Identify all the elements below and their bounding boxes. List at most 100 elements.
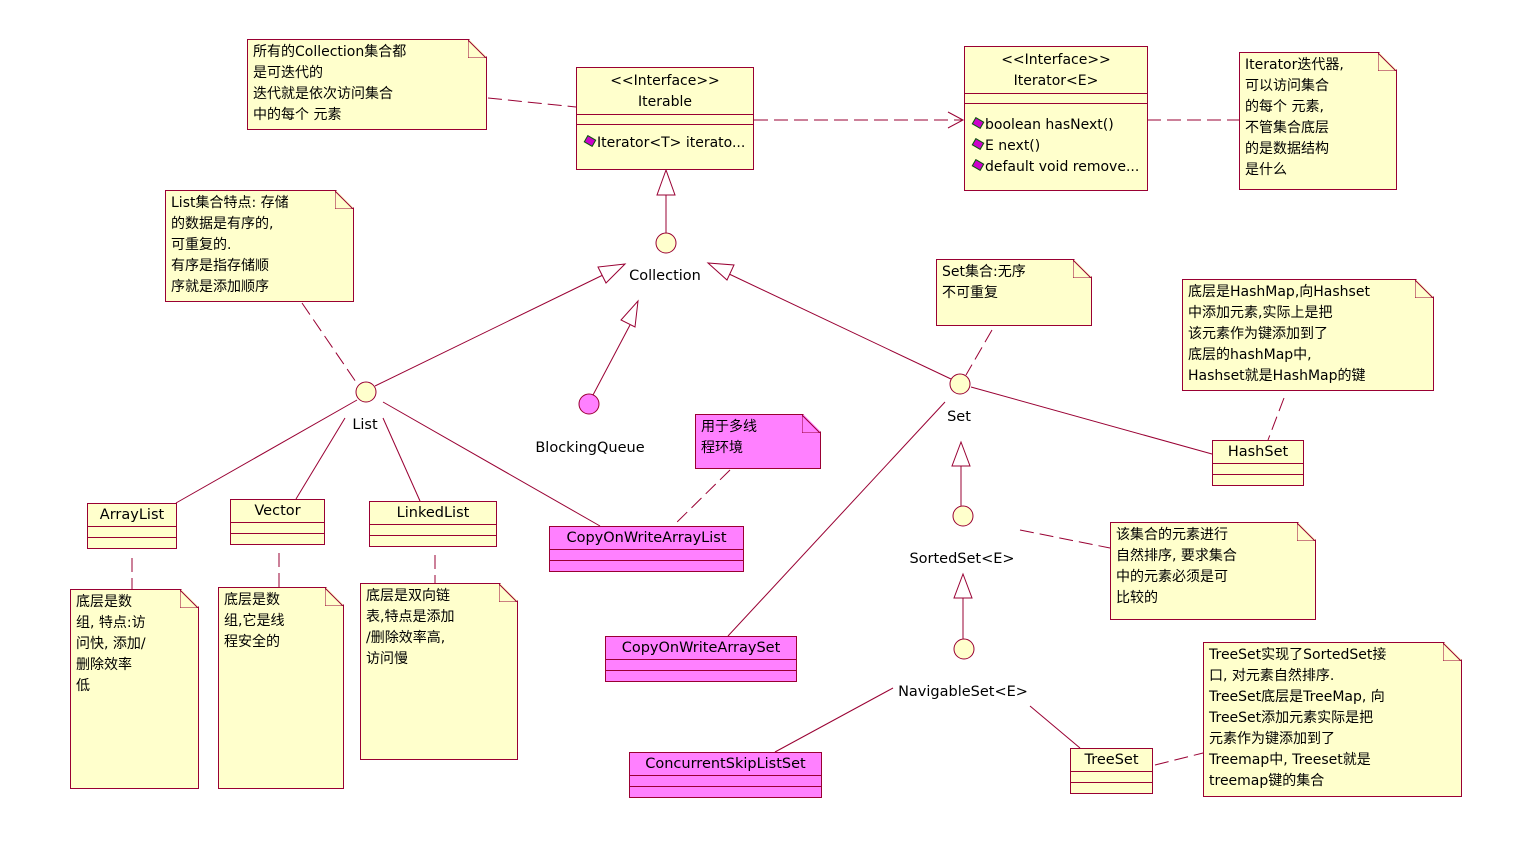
operation-label: default void remove... — [985, 159, 1140, 175]
note-line: 低 — [76, 678, 90, 694]
note-fold-corner — [180, 590, 198, 608]
note-line: 中的元素必须是可 — [1116, 569, 1228, 585]
set-interface-circle[interactable] — [949, 373, 971, 395]
class-name: TreeSet — [1084, 752, 1139, 768]
navigableset-interface-circle[interactable] — [953, 638, 975, 660]
linkedlist-class[interactable]: LinkedList — [369, 501, 497, 547]
note-fold-corner — [1443, 643, 1461, 661]
note-line: 用于多线 — [701, 419, 757, 435]
operation[interactable]: default void remove... — [971, 157, 1147, 178]
arraylist-class[interactable]: ArrayList — [87, 503, 177, 549]
note-fold-corner — [1415, 280, 1433, 298]
blockingqueue-label: BlockingQueue — [535, 440, 645, 456]
note-set[interactable]: Set集合:无序不可重复 — [936, 259, 1092, 326]
note-line: TreeSet添加元素实际是把 — [1209, 710, 1374, 726]
note-line: 不可重复 — [942, 285, 998, 301]
operation-label: Iterator<T> iterato... — [597, 135, 746, 151]
stereotype: <<Interface>> — [610, 73, 720, 89]
blockingqueue-interface-circle[interactable] — [578, 393, 600, 415]
operation-icon — [583, 135, 597, 147]
note-line: 比较的 — [1116, 590, 1158, 606]
note-line: 口, 对元素自然排序. — [1209, 668, 1335, 684]
class-name: HashSet — [1227, 444, 1289, 460]
note-line: Iterator迭代器, — [1245, 57, 1344, 73]
note-line: 是可迭代的 — [253, 65, 323, 81]
note-line: 有序是指存储顺 — [171, 258, 269, 274]
vector-class[interactable]: Vector — [230, 499, 325, 545]
note-line: 中添加元素,实际上是把 — [1188, 305, 1333, 321]
note-line: 可以访问集合 — [1245, 78, 1329, 94]
concurrentskiplistset-class[interactable]: ConcurrentSkipListSet — [629, 752, 822, 798]
note-fold-corner — [499, 584, 517, 602]
note-line: treemap键的集合 — [1209, 773, 1325, 789]
class-name: ArrayList — [99, 507, 165, 523]
note-line: 可重复的. — [171, 237, 232, 253]
note-sortedset[interactable]: 该集合的元素进行自然排序, 要求集合中的元素必须是可比较的 — [1110, 522, 1316, 620]
note-line: 所有的Collection集合都 — [253, 44, 407, 60]
operation-label: E next() — [985, 138, 1041, 154]
note-hashset[interactable]: 底层是HashMap,向Hashset 中添加元素,实际上是把该元素作为键添加到了… — [1182, 279, 1434, 391]
operation[interactable]: Iterator<T> iterato... — [583, 133, 753, 154]
interface-name: Iterator<E> — [1013, 73, 1099, 89]
note-linkedlist[interactable]: 底层是双向链表,特点是添加/删除效率高,访问慢 — [360, 583, 518, 760]
copyonwritearraylist-class[interactable]: CopyOnWriteArrayList — [549, 526, 744, 572]
note-anchors — [131, 97, 1285, 766]
note-fold-corner — [1073, 260, 1091, 278]
sortedset-label: SortedSet<E> — [909, 551, 1015, 567]
note-line: 该元素作为键添加到了 — [1188, 326, 1328, 342]
note-multithread[interactable]: 用于多线程环境 — [695, 414, 821, 469]
iterator-interface[interactable]: <<Interface>>Iterator<E> boolean hasNext… — [964, 46, 1148, 191]
iterable-interface[interactable]: <<Interface>> Iterable Iterator<T> iterat… — [576, 67, 754, 170]
note-line: Treemap中, Treeset就是 — [1209, 752, 1371, 768]
operation-label: boolean hasNext() — [985, 117, 1114, 133]
note-line: 元素作为键添加到了 — [1209, 731, 1335, 747]
note-iterable[interactable]: 所有的Collection集合都是可迭代的迭代就是依次访问集合中的每个 元素 — [247, 39, 487, 130]
note-line: 序就是添加顺序 — [171, 279, 269, 295]
class-name: CopyOnWriteArraySet — [621, 640, 781, 656]
note-line: 底层的hashMap中, — [1188, 347, 1312, 363]
note-line: 中的每个 元素 — [253, 107, 342, 123]
note-line: 的数据是有序的, — [171, 216, 274, 232]
operation-icon — [971, 138, 985, 150]
copyonwritearrayset-class[interactable]: CopyOnWriteArraySet — [605, 636, 797, 682]
hashset-class[interactable]: HashSet — [1212, 440, 1304, 486]
note-line: 的每个 元素, — [1245, 99, 1324, 115]
note-line: TreeSet实现了SortedSet接 — [1209, 647, 1387, 663]
note-line: 底层是HashMap,向Hashset — [1188, 284, 1370, 300]
note-fold-corner — [802, 415, 820, 433]
collection-label: Collection — [629, 268, 701, 284]
note-fold-corner — [468, 40, 486, 58]
note-fold-corner — [335, 191, 353, 209]
note-line: Set集合:无序 — [942, 264, 1026, 280]
note-list[interactable]: List集合特点: 存储的数据是有序的,可重复的.有序是指存储顺序就是添加顺序 — [165, 190, 354, 302]
note-line: 自然排序, 要求集合 — [1116, 548, 1237, 564]
note-line: /删除效率高, — [366, 630, 446, 646]
operation-icon — [971, 117, 985, 129]
interface-name: Iterable — [638, 94, 692, 110]
note-line: 底层是数 — [224, 592, 280, 608]
operation[interactable]: boolean hasNext() — [971, 115, 1147, 136]
treeset-class[interactable]: TreeSet — [1070, 748, 1153, 794]
note-vector[interactable]: 底层是数组,它是线程安全的 — [218, 587, 344, 789]
list-interface-circle[interactable] — [355, 381, 377, 403]
note-line: Hashset就是HashMap的键 — [1188, 368, 1366, 384]
collection-interface-circle[interactable] — [655, 232, 677, 254]
note-iterator[interactable]: Iterator迭代器,可以访问集合的每个 元素,不管集合底层的是数据结构是什么 — [1239, 52, 1397, 190]
note-line: 的是数据结构 — [1245, 141, 1329, 157]
note-fold-corner — [325, 588, 343, 606]
note-treeset[interactable]: TreeSet实现了SortedSet接口, 对元素自然排序.TreeSet底层… — [1203, 642, 1462, 797]
list-label: List — [352, 417, 378, 433]
note-line: 组,它是线 — [224, 613, 285, 629]
sortedset-interface-circle[interactable] — [952, 505, 974, 527]
attributes-compartment — [577, 114, 753, 124]
note-arraylist[interactable]: 底层是数组, 特点:访问快, 添加/删除效率低 — [70, 589, 199, 789]
note-line: 访问慢 — [366, 651, 408, 667]
operation-icon — [971, 159, 985, 171]
note-line: 是什么 — [1245, 162, 1287, 178]
open-arrowhead — [947, 111, 965, 129]
note-fold-corner — [1297, 523, 1315, 541]
set-label: Set — [947, 409, 971, 425]
operation[interactable]: E next() — [971, 136, 1147, 157]
note-line: 底层是双向链 — [366, 588, 450, 604]
